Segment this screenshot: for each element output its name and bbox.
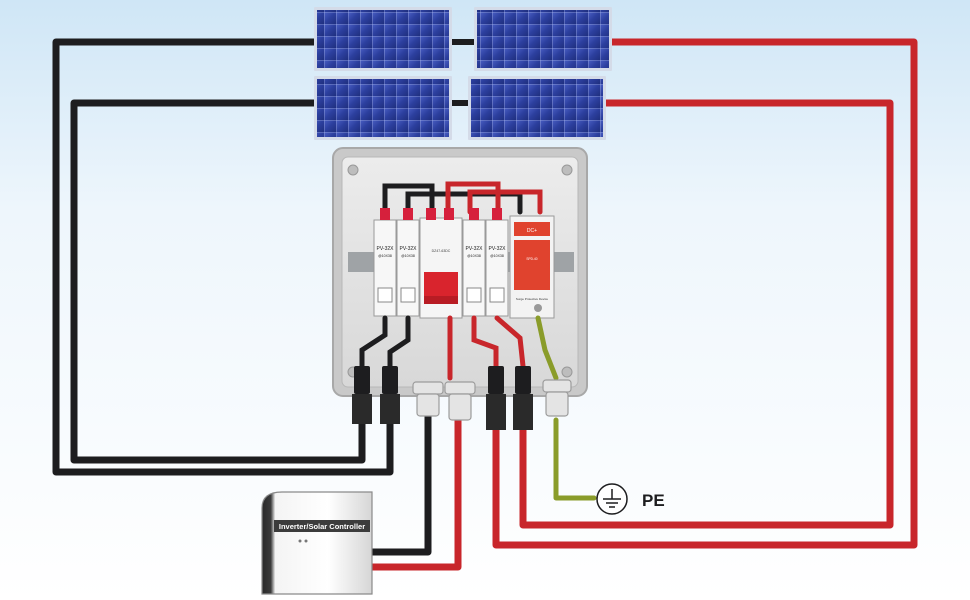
solar-panel-array — [314, 7, 612, 140]
screw-icon — [561, 366, 573, 378]
spd-label: Surge Protective Device — [516, 297, 549, 301]
ground-label: PE — [642, 491, 665, 510]
mc4-connector-icon — [354, 366, 370, 394]
cable-gland-icon — [444, 381, 476, 395]
spd-module — [514, 240, 550, 290]
ground-wire — [553, 417, 597, 501]
fuse-rating: @10X38 — [401, 254, 415, 258]
breaker-label: DZ47-63DC — [432, 249, 451, 253]
screw-icon — [561, 164, 573, 176]
negative-wire-outer — [52, 38, 394, 476]
fuse-rating: @10X38 — [467, 254, 481, 258]
surge-protector: DC+ SPD-40 Surge Protective Device — [509, 215, 555, 319]
cable-gland-icon — [412, 381, 444, 395]
wiring — [52, 38, 918, 571]
solar-panel-bottom-right — [468, 76, 606, 140]
dc-breaker: DZ47-63DC — [419, 208, 463, 319]
inverter-body — [261, 491, 373, 595]
mc4-plug-icon — [513, 394, 533, 430]
cable-gland-icon — [448, 393, 472, 421]
positive-wire-outer — [492, 38, 918, 549]
mc4-plug-icon — [486, 394, 506, 430]
fuse-label: PV-32X — [400, 246, 418, 252]
inverter-unit: Inverter/Solar Controller — [261, 491, 373, 595]
breaker-toggle — [424, 272, 458, 298]
fuse-label: PV-32X — [489, 246, 507, 252]
ground-terminal: PE — [596, 483, 665, 515]
fuse-label: PV-32X — [377, 246, 395, 252]
fuse-rating: @10X38 — [490, 254, 504, 258]
solar-panel-top-left — [314, 7, 452, 71]
combiner-box: PV-32X @10X38 PV-32X @10X38 DZ47-63DC PV… — [332, 147, 588, 430]
output-positive-wire — [368, 416, 462, 571]
negative-wire-inner — [70, 99, 366, 464]
mc4-connector-icon — [488, 366, 504, 394]
cable-gland-icon — [542, 379, 572, 393]
mc4-connector-icon — [382, 366, 398, 394]
solar-panel-bottom-left — [314, 76, 452, 140]
fuse-label: PV-32X — [466, 246, 484, 252]
fuse-holder: PV-32X @10X38 — [485, 208, 509, 317]
inverter-label: Inverter/Solar Controller — [279, 522, 365, 531]
mc4-plug-icon — [380, 394, 400, 424]
spd-model: SPD-40 — [526, 257, 537, 261]
inverter-label-strip — [274, 520, 370, 532]
mc4-connector-icon — [515, 366, 531, 394]
spd-dc-mark: DC+ — [527, 228, 537, 234]
solar-panel-top-right — [474, 7, 612, 71]
fuse-rating: @10X38 — [378, 254, 392, 258]
positive-wire-inner — [519, 99, 894, 529]
cable-gland-icon — [545, 391, 569, 417]
screw-icon — [347, 164, 359, 176]
cable-gland-icon — [416, 393, 440, 417]
fuse-holder: PV-32X @10X38 — [396, 208, 420, 317]
fuse-holder: PV-32X @10X38 — [373, 208, 397, 317]
fuse-holder: PV-32X @10X38 — [462, 208, 486, 317]
mc4-plug-icon — [352, 394, 372, 424]
